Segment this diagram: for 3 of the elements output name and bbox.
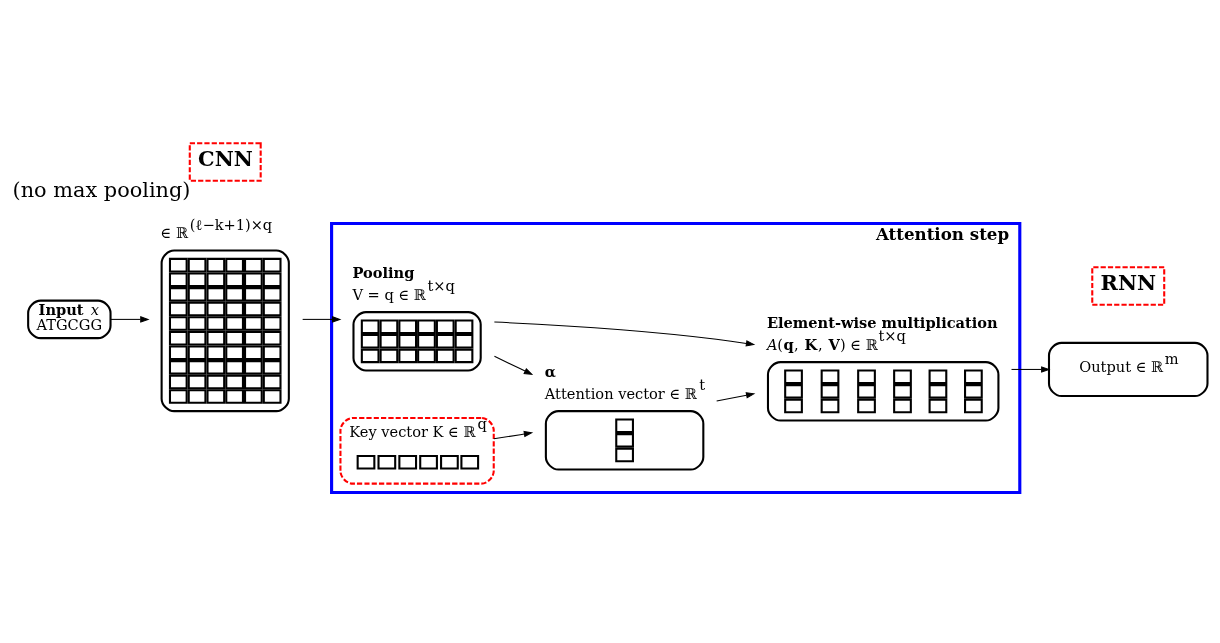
node-label: Element-wise multiplication xyxy=(766,313,998,331)
node-label: α xyxy=(544,362,557,380)
node-label: (no max pooling) xyxy=(12,177,191,202)
